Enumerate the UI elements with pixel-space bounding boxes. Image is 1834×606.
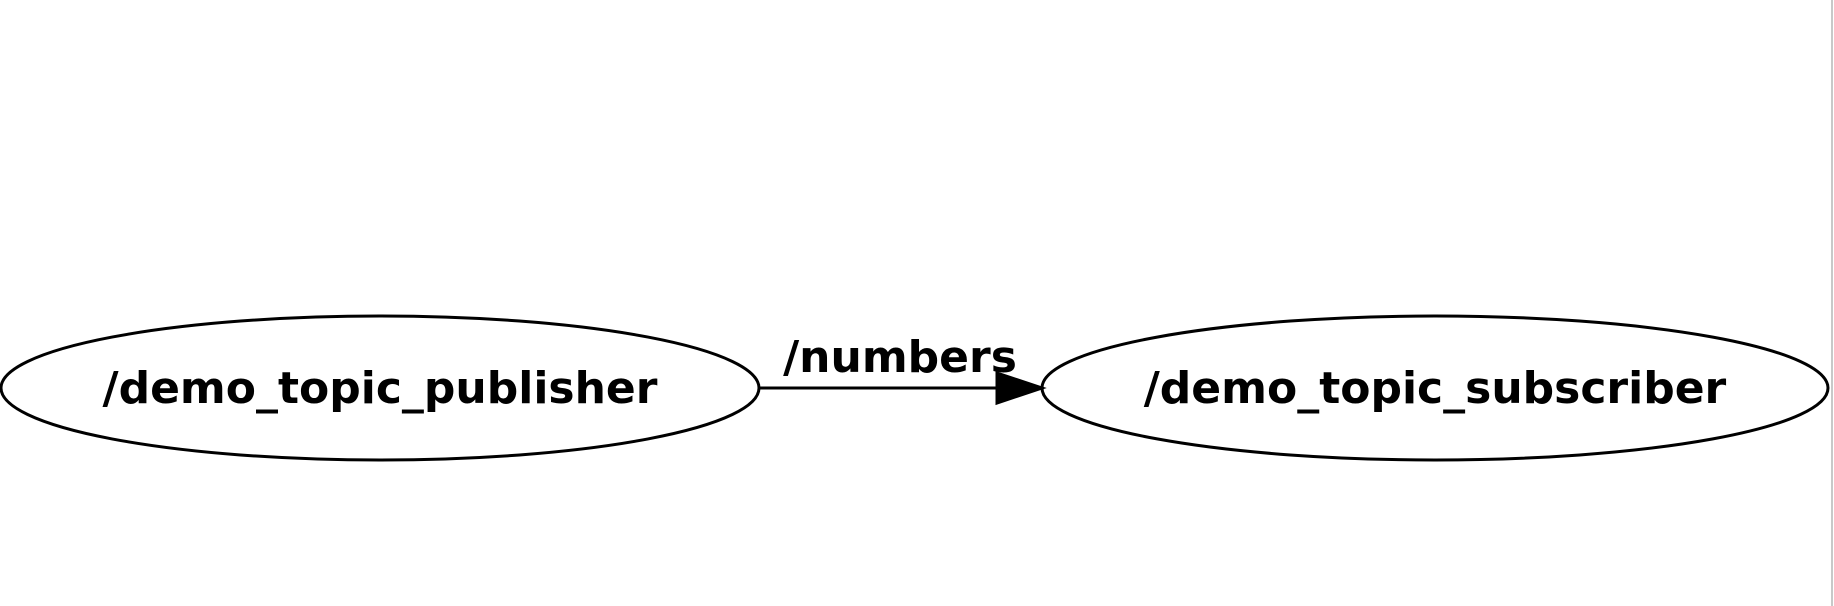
edge-numbers-label: /numbers <box>783 332 1017 383</box>
node-subscriber[interactable]: /demo_topic_subscriber <box>1040 314 1830 462</box>
node-publisher[interactable]: /demo_topic_publisher <box>0 314 761 462</box>
edge-numbers-arrowhead <box>995 370 1047 406</box>
node-publisher-label: /demo_topic_publisher <box>103 363 658 414</box>
node-subscriber-label: /demo_topic_subscriber <box>1144 363 1727 414</box>
edge-numbers[interactable]: /numbers <box>759 332 1047 406</box>
